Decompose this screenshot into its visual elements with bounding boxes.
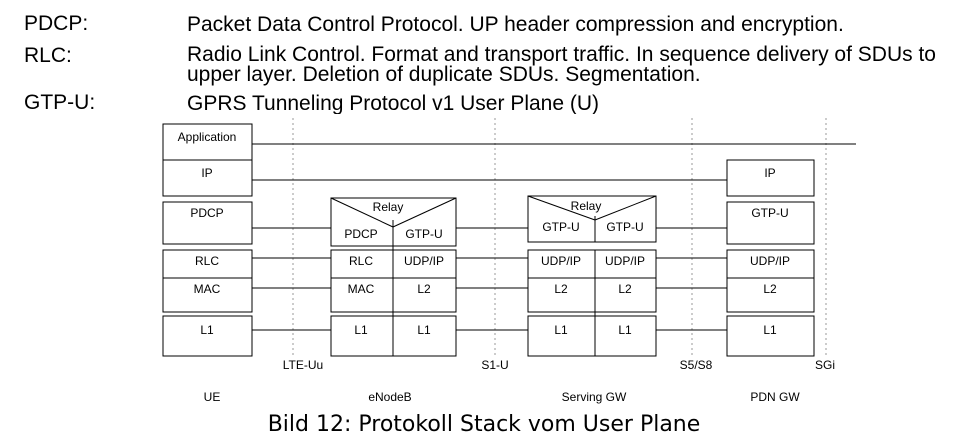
sgw-relay-label: Relay (571, 199, 602, 213)
term-rlc: RLC: (24, 44, 72, 67)
node-label-pgw: PDN GW (750, 390, 800, 404)
figure-caption: Bild 12: Protokoll Stack vom User Plane (267, 412, 701, 437)
sgw-left-l1: L1 (554, 323, 568, 337)
pgw-layer-udpip: UDP/IP (750, 254, 790, 268)
ue-layer-pdcp: PDCP (190, 206, 223, 220)
sgw-right-gtpu: GTP-U (606, 220, 643, 234)
ue-layer-ip: IP (201, 166, 212, 180)
pgw-layer-l2: L2 (763, 282, 777, 296)
interface-s5-s8: S5/S8 (680, 358, 713, 372)
enodeb-left-pdcp: PDCP (344, 227, 377, 241)
term-gtpu: GTP-U: (24, 91, 96, 114)
enodeb-left-rlc: RLC (349, 254, 373, 268)
interface-lte-uu: LTE-Uu (283, 358, 323, 372)
enodeb-right-gtpu: GTP-U (405, 227, 442, 241)
enodeb-left-l1: L1 (354, 323, 368, 337)
pgw-layer-gtpu: GTP-U (751, 206, 788, 220)
pgw-layer-l1: L1 (763, 323, 777, 337)
node-label-enodeb: eNodeB (368, 390, 411, 404)
sgw-left-l2: L2 (554, 282, 568, 296)
sgw-right-udpip: UDP/IP (605, 254, 645, 268)
pgw-stack (726, 159, 815, 357)
ue-layer-l1: L1 (200, 323, 214, 337)
desc-pdcp: Packet Data Control Protocol. UP header … (187, 13, 844, 36)
interface-sgi: SGi (815, 358, 835, 372)
enodeb-right-l2: L2 (417, 282, 431, 296)
sgw-left-gtpu: GTP-U (542, 220, 579, 234)
sgw-stack (527, 195, 657, 357)
desc-gtpu-text: GPRS Tunneling Protocol v1 User Plane (U… (187, 94, 600, 114)
sgw-right-l2: L2 (618, 282, 632, 296)
sgw-left-udpip: UDP/IP (541, 254, 581, 268)
node-label-ue: UE (204, 390, 221, 404)
enodeb-right-l1: L1 (417, 323, 431, 337)
interface-s1-u: S1-U (481, 358, 508, 372)
enodeb-left-mac: MAC (348, 282, 375, 296)
enodeb-relay-label: Relay (373, 200, 404, 214)
desc-rlc: Radio Link Control. Format and transport… (187, 43, 936, 86)
ue-layer-application: Application (178, 130, 237, 144)
interface-boundaries (292, 118, 827, 358)
sgw-right-l1: L1 (618, 323, 632, 337)
ue-layer-mac: MAC (194, 282, 221, 296)
peer-connection-lines (252, 143, 856, 331)
node-label-sgw: Serving GW (562, 390, 627, 404)
ue-stack (162, 123, 253, 357)
pgw-layer-ip: IP (764, 166, 775, 180)
enodeb-stack (330, 197, 457, 357)
ue-layer-rlc: RLC (195, 254, 219, 268)
desc-gtpu: GPRS Tunneling Protocol v1 User Plane (U… (187, 94, 957, 114)
enodeb-right-udpip: UDP/IP (404, 254, 444, 268)
term-pdcp: PDCP: (24, 12, 89, 35)
